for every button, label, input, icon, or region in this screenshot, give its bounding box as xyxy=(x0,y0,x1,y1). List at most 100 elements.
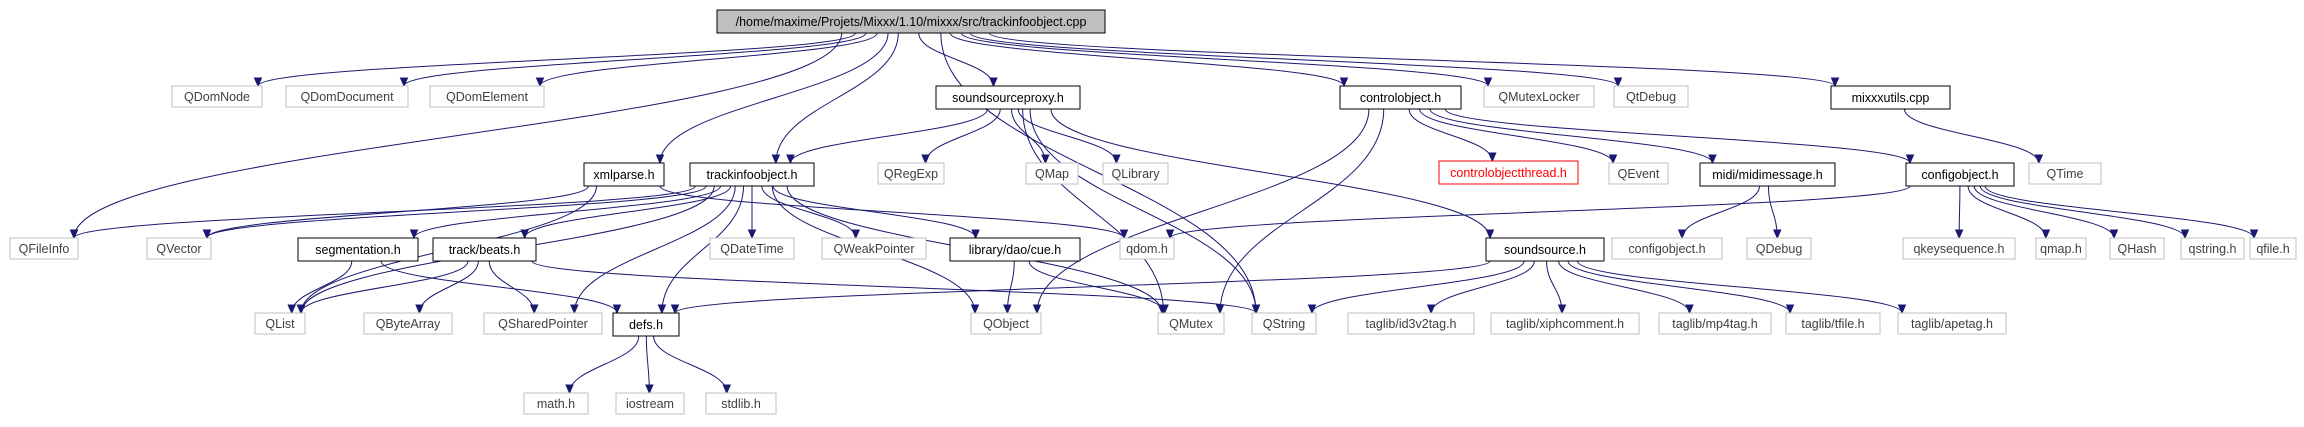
node-box-cue[interactable] xyxy=(949,237,1081,262)
node-defs[interactable]: defs.h xyxy=(612,312,680,337)
node-label-qvector: QVector xyxy=(156,242,201,256)
node-label-tfile: taglib/tfile.h xyxy=(1801,317,1864,331)
node-soundsource[interactable]: soundsource.h xyxy=(1485,237,1605,262)
arrowhead-soundsourceproxy-to-qregexp xyxy=(921,154,930,165)
arrowhead-segmentation-to-qlist xyxy=(287,304,296,315)
node-box-qweakpointer xyxy=(821,237,927,260)
node-mixxxutils[interactable]: mixxxutils.cpp xyxy=(1830,85,1951,110)
node-box-qdomdocument xyxy=(285,85,409,108)
node-label-qdomelement: QDomElement xyxy=(446,90,528,104)
node-label-qlist: QList xyxy=(265,317,295,331)
edge-root-to-controlobject xyxy=(949,32,1345,87)
node-box-qstring xyxy=(1251,312,1317,335)
node-controlobject[interactable]: controlobject.h xyxy=(1339,85,1462,110)
node-qmutex: QMutex xyxy=(1157,312,1225,335)
node-box-root[interactable] xyxy=(716,9,1106,34)
edge-mixxxutils-to-qtime xyxy=(1903,108,2040,164)
node-qstringh: qstring.h xyxy=(2180,237,2245,260)
edge-trackinfoobject-to-segmentation xyxy=(413,185,721,239)
node-label-qdom: qdom.h xyxy=(1126,242,1168,256)
arrowhead-trackinfoobject-to-qfileinfo xyxy=(69,229,79,240)
arrowhead-configobject-to-qdom xyxy=(1165,229,1175,240)
node-trackinfoobject[interactable]: trackinfoobject.h xyxy=(689,162,815,187)
edge-root-to-mixxxutils xyxy=(988,32,1836,87)
node-box-controlobject[interactable] xyxy=(1339,85,1462,110)
node-mathh: math.h xyxy=(523,392,589,415)
node-trackbeats[interactable]: track/beats.h xyxy=(432,237,537,262)
node-segmentation[interactable]: segmentation.h xyxy=(297,237,419,262)
node-qmaph: qmap.h xyxy=(2035,237,2087,260)
node-label-qtdebug: QtDebug xyxy=(1626,90,1676,104)
node-box-qevent xyxy=(1608,162,1669,185)
node-label-qstring: QString xyxy=(1263,317,1305,331)
node-label-qweakpointer: QWeakPointer xyxy=(833,242,914,256)
node-box-trackbeats[interactable] xyxy=(432,237,537,262)
edge-soundsourceproxy-to-qstring xyxy=(1029,108,1257,314)
edge-soundsourceproxy-to-qmap xyxy=(1011,108,1046,164)
node-qvector: QVector xyxy=(146,237,212,260)
node-configobject[interactable]: configobject.h xyxy=(1905,162,2015,187)
node-box-configobject[interactable] xyxy=(1905,162,2015,187)
node-label-trackinfoobject: trackinfoobject.h xyxy=(706,168,797,182)
node-label-iostream: iostream xyxy=(626,397,674,411)
node-root[interactable]: /home/maxime/Projets/Mixxx/1.10/mixxx/sr… xyxy=(716,9,1106,34)
node-box-soundsourceproxy[interactable] xyxy=(935,85,1081,110)
arrowhead-soundsourceproxy-to-qlibrary xyxy=(1112,154,1121,165)
node-qdatetime: QDateTime xyxy=(709,237,795,260)
arrowhead-soundsource-to-tfile xyxy=(1785,304,1795,315)
node-mp4tag: taglib/mp4tag.h xyxy=(1658,312,1772,335)
node-box-qmaph xyxy=(2035,237,2087,260)
node-label-qdebug: QDebug xyxy=(1756,242,1803,256)
node-soundsourceproxy[interactable]: soundsourceproxy.h xyxy=(935,85,1081,110)
arrowhead-midimessage-to-qdebug xyxy=(1773,229,1782,240)
node-label-controlobjectthread: controlobjectthread.h xyxy=(1450,166,1567,180)
node-box-mathh xyxy=(523,392,589,415)
edge-root-to-trackinfoobject xyxy=(775,32,899,164)
edge-root-to-xmlparse xyxy=(659,32,889,164)
node-box-xmlparse[interactable] xyxy=(583,162,665,187)
arrowhead-soundsource-to-id3v2tag xyxy=(1426,304,1436,315)
node-qhash: QHash xyxy=(2109,237,2165,260)
edge-defs-to-iostream xyxy=(645,335,650,394)
node-box-soundsource[interactable] xyxy=(1485,237,1605,262)
node-box-segmentation[interactable] xyxy=(297,237,419,262)
arrowhead-controlobject-to-qevent xyxy=(1608,154,1618,165)
node-label-qfileh: qfile.h xyxy=(2256,242,2289,256)
node-controlobjectthread[interactable]: controlobjectthread.h xyxy=(1438,160,1579,185)
node-cue[interactable]: library/dao/cue.h xyxy=(949,237,1081,262)
arrowhead-controlobject-to-qobject xyxy=(1032,304,1042,315)
node-xmlparse[interactable]: xmlparse.h xyxy=(583,162,665,187)
edge-midimessage-to-configobject2 xyxy=(1681,185,1760,239)
arrowhead-soundsourceproxy-to-qmap xyxy=(1041,154,1050,165)
node-box-controlobjectthread[interactable] xyxy=(1438,160,1579,185)
node-box-qdebug xyxy=(1746,237,1812,260)
edge-soundsourceproxy-to-qregexp xyxy=(925,108,1001,164)
arrowhead-root-to-xmlparse xyxy=(655,154,665,165)
node-configobject2: configobject.h xyxy=(1611,237,1723,260)
arrowhead-root-to-qtdebug xyxy=(1613,77,1623,88)
arrowhead-root-to-mixxxutils xyxy=(1830,77,1840,88)
node-label-defs: defs.h xyxy=(629,318,663,332)
node-box-trackinfoobject[interactable] xyxy=(689,162,815,187)
node-box-defs[interactable] xyxy=(612,312,680,337)
edge-trackinfoobject-to-qsharedpointer xyxy=(573,185,736,314)
node-midimessage[interactable]: midi/midimessage.h xyxy=(1699,162,1836,187)
edge-controlobject-to-controlobjectthread xyxy=(1408,108,1493,162)
node-qmutexlocker: QMutexLocker xyxy=(1483,85,1595,108)
node-qbytearray: QByteArray xyxy=(363,312,453,335)
node-label-segmentation: segmentation.h xyxy=(315,243,401,257)
node-box-qtime xyxy=(2028,162,2102,185)
node-qdom: qdom.h xyxy=(1119,237,1175,260)
edge-trackinfoobject-to-qfileinfo xyxy=(73,185,696,239)
node-qtime: QTime xyxy=(2028,162,2102,185)
node-box-midimessage[interactable] xyxy=(1699,162,1836,187)
node-label-mathh: math.h xyxy=(537,397,575,411)
edge-soundsource-to-tfile xyxy=(1567,260,1791,314)
node-label-qdomnode: QDomNode xyxy=(184,90,250,104)
node-label-qlibrary: QLibrary xyxy=(1112,167,1161,181)
node-label-qtime: QTime xyxy=(2046,167,2083,181)
arrowhead-root-to-qdomdocument xyxy=(399,77,409,88)
node-qdebug: QDebug xyxy=(1746,237,1812,260)
node-box-mixxxutils[interactable] xyxy=(1830,85,1951,110)
edge-controlobject-to-qmutex xyxy=(1219,108,1385,314)
